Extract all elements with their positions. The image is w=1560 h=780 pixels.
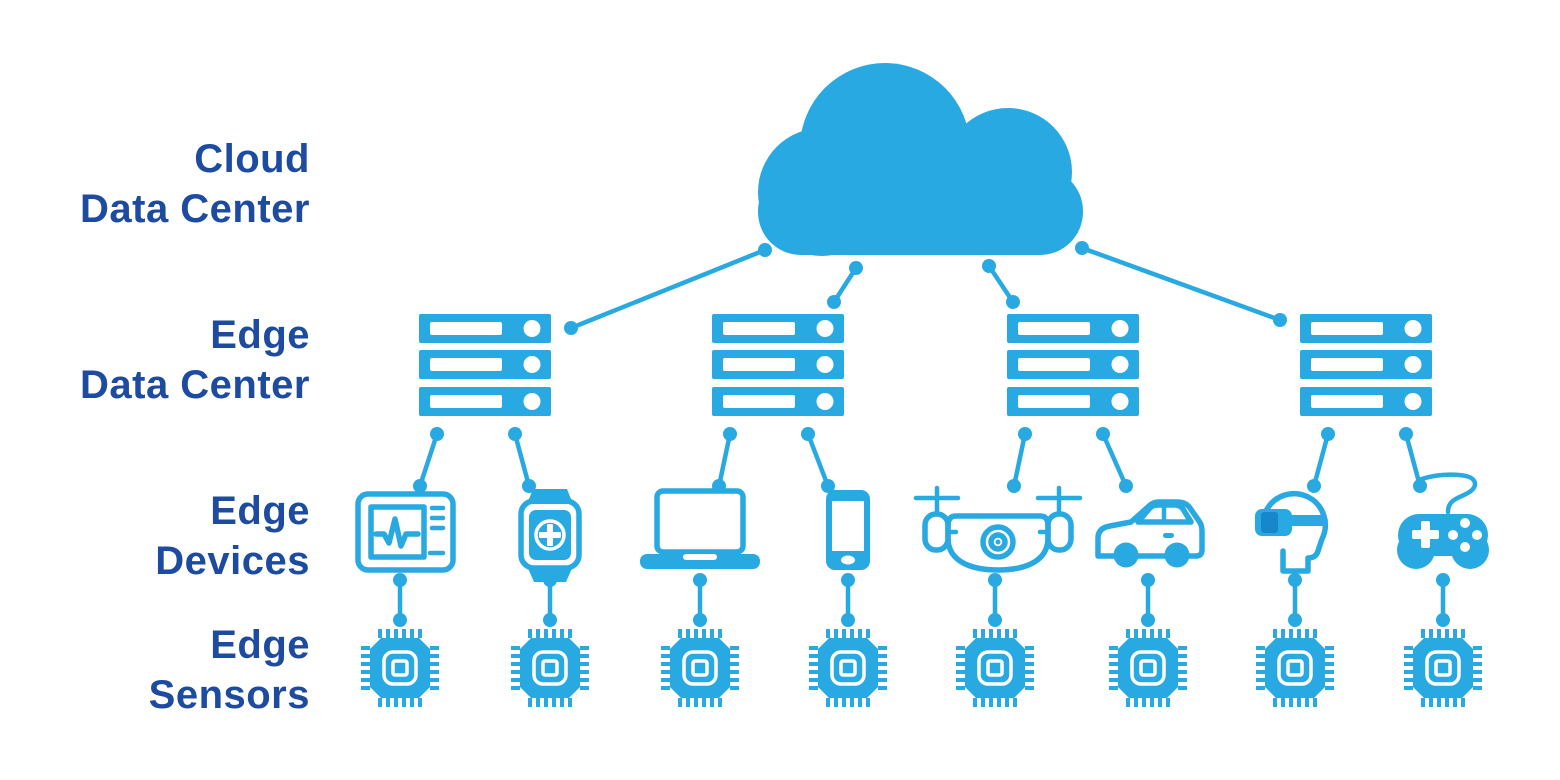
game-controller-icon (1397, 472, 1489, 569)
edge-sensors-label: Edge Sensors (0, 620, 310, 720)
drone-icon (913, 485, 1083, 573)
connector-rack1-device2 (508, 427, 536, 493)
connector-device4-sensor4 (841, 573, 855, 627)
vr-headset-icon (1255, 490, 1329, 574)
sensors-label-line1: Edge (210, 623, 310, 667)
chip-icon-2 (511, 629, 589, 707)
chip-icon-8 (1404, 629, 1482, 707)
edge-data-center-label: Edge Data Center (0, 310, 310, 410)
connector-cloud-rack-1 (564, 243, 772, 335)
cloud-icon (758, 63, 1083, 256)
edge-dc-label-line1: Edge (210, 313, 310, 357)
connector-cloud-rack-3 (982, 259, 1020, 309)
connector-rack2-device4 (801, 427, 835, 493)
chip-icon-4 (809, 629, 887, 707)
server-rack-icon-3 (1007, 314, 1139, 416)
connector-rack4-device7 (1307, 427, 1335, 493)
car-icon (1095, 499, 1205, 568)
chip-icons-row (361, 629, 1482, 707)
edge-devices-label: Edge Devices (0, 486, 310, 586)
sensors-label-line2: Sensors (148, 673, 310, 717)
laptop-icon (640, 488, 760, 569)
server-rack-icon-4 (1300, 314, 1432, 416)
connector-rack3-device5 (1007, 427, 1032, 493)
connector-rack2-device3 (712, 427, 737, 493)
chip-icon-5 (956, 629, 1034, 707)
server-rack-icon-2 (712, 314, 844, 416)
chip-icon-1 (361, 629, 439, 707)
smartwatch-icon (518, 489, 582, 582)
devices-label-line2: Devices (155, 539, 310, 583)
smartphone-icon (826, 490, 870, 570)
edge-dc-label-line2: Data Center (79, 363, 310, 407)
chip-icon-7 (1256, 629, 1334, 707)
cloud-label-line1: Cloud (194, 137, 310, 181)
server-rack-icon-1 (419, 314, 551, 416)
connector-device7-sensor7 (1288, 573, 1302, 627)
connector-cloud-rack-2 (827, 261, 863, 309)
chip-icon-3 (661, 629, 739, 707)
connector-rack3-device6 (1096, 427, 1133, 493)
connector-cloud-rack-4 (1075, 241, 1287, 327)
cloud-data-center-label: Cloud Data Center (0, 134, 310, 234)
patient-monitor-icon (355, 491, 456, 573)
connector-device3-sensor3 (693, 573, 707, 627)
connector-device2-sensor2 (543, 573, 557, 627)
cloud-label-line2: Data Center (79, 187, 310, 231)
connector-rack1-device1 (413, 427, 444, 493)
connector-device6-sensor6 (1141, 573, 1155, 627)
connector-rack4-device8 (1399, 427, 1427, 493)
connector-device8-sensor8 (1436, 573, 1450, 627)
devices-label-line1: Edge (210, 489, 310, 533)
chip-icon-6 (1109, 629, 1187, 707)
connector-device5-sensor5 (988, 573, 1002, 627)
connector-device1-sensor1 (393, 573, 407, 627)
